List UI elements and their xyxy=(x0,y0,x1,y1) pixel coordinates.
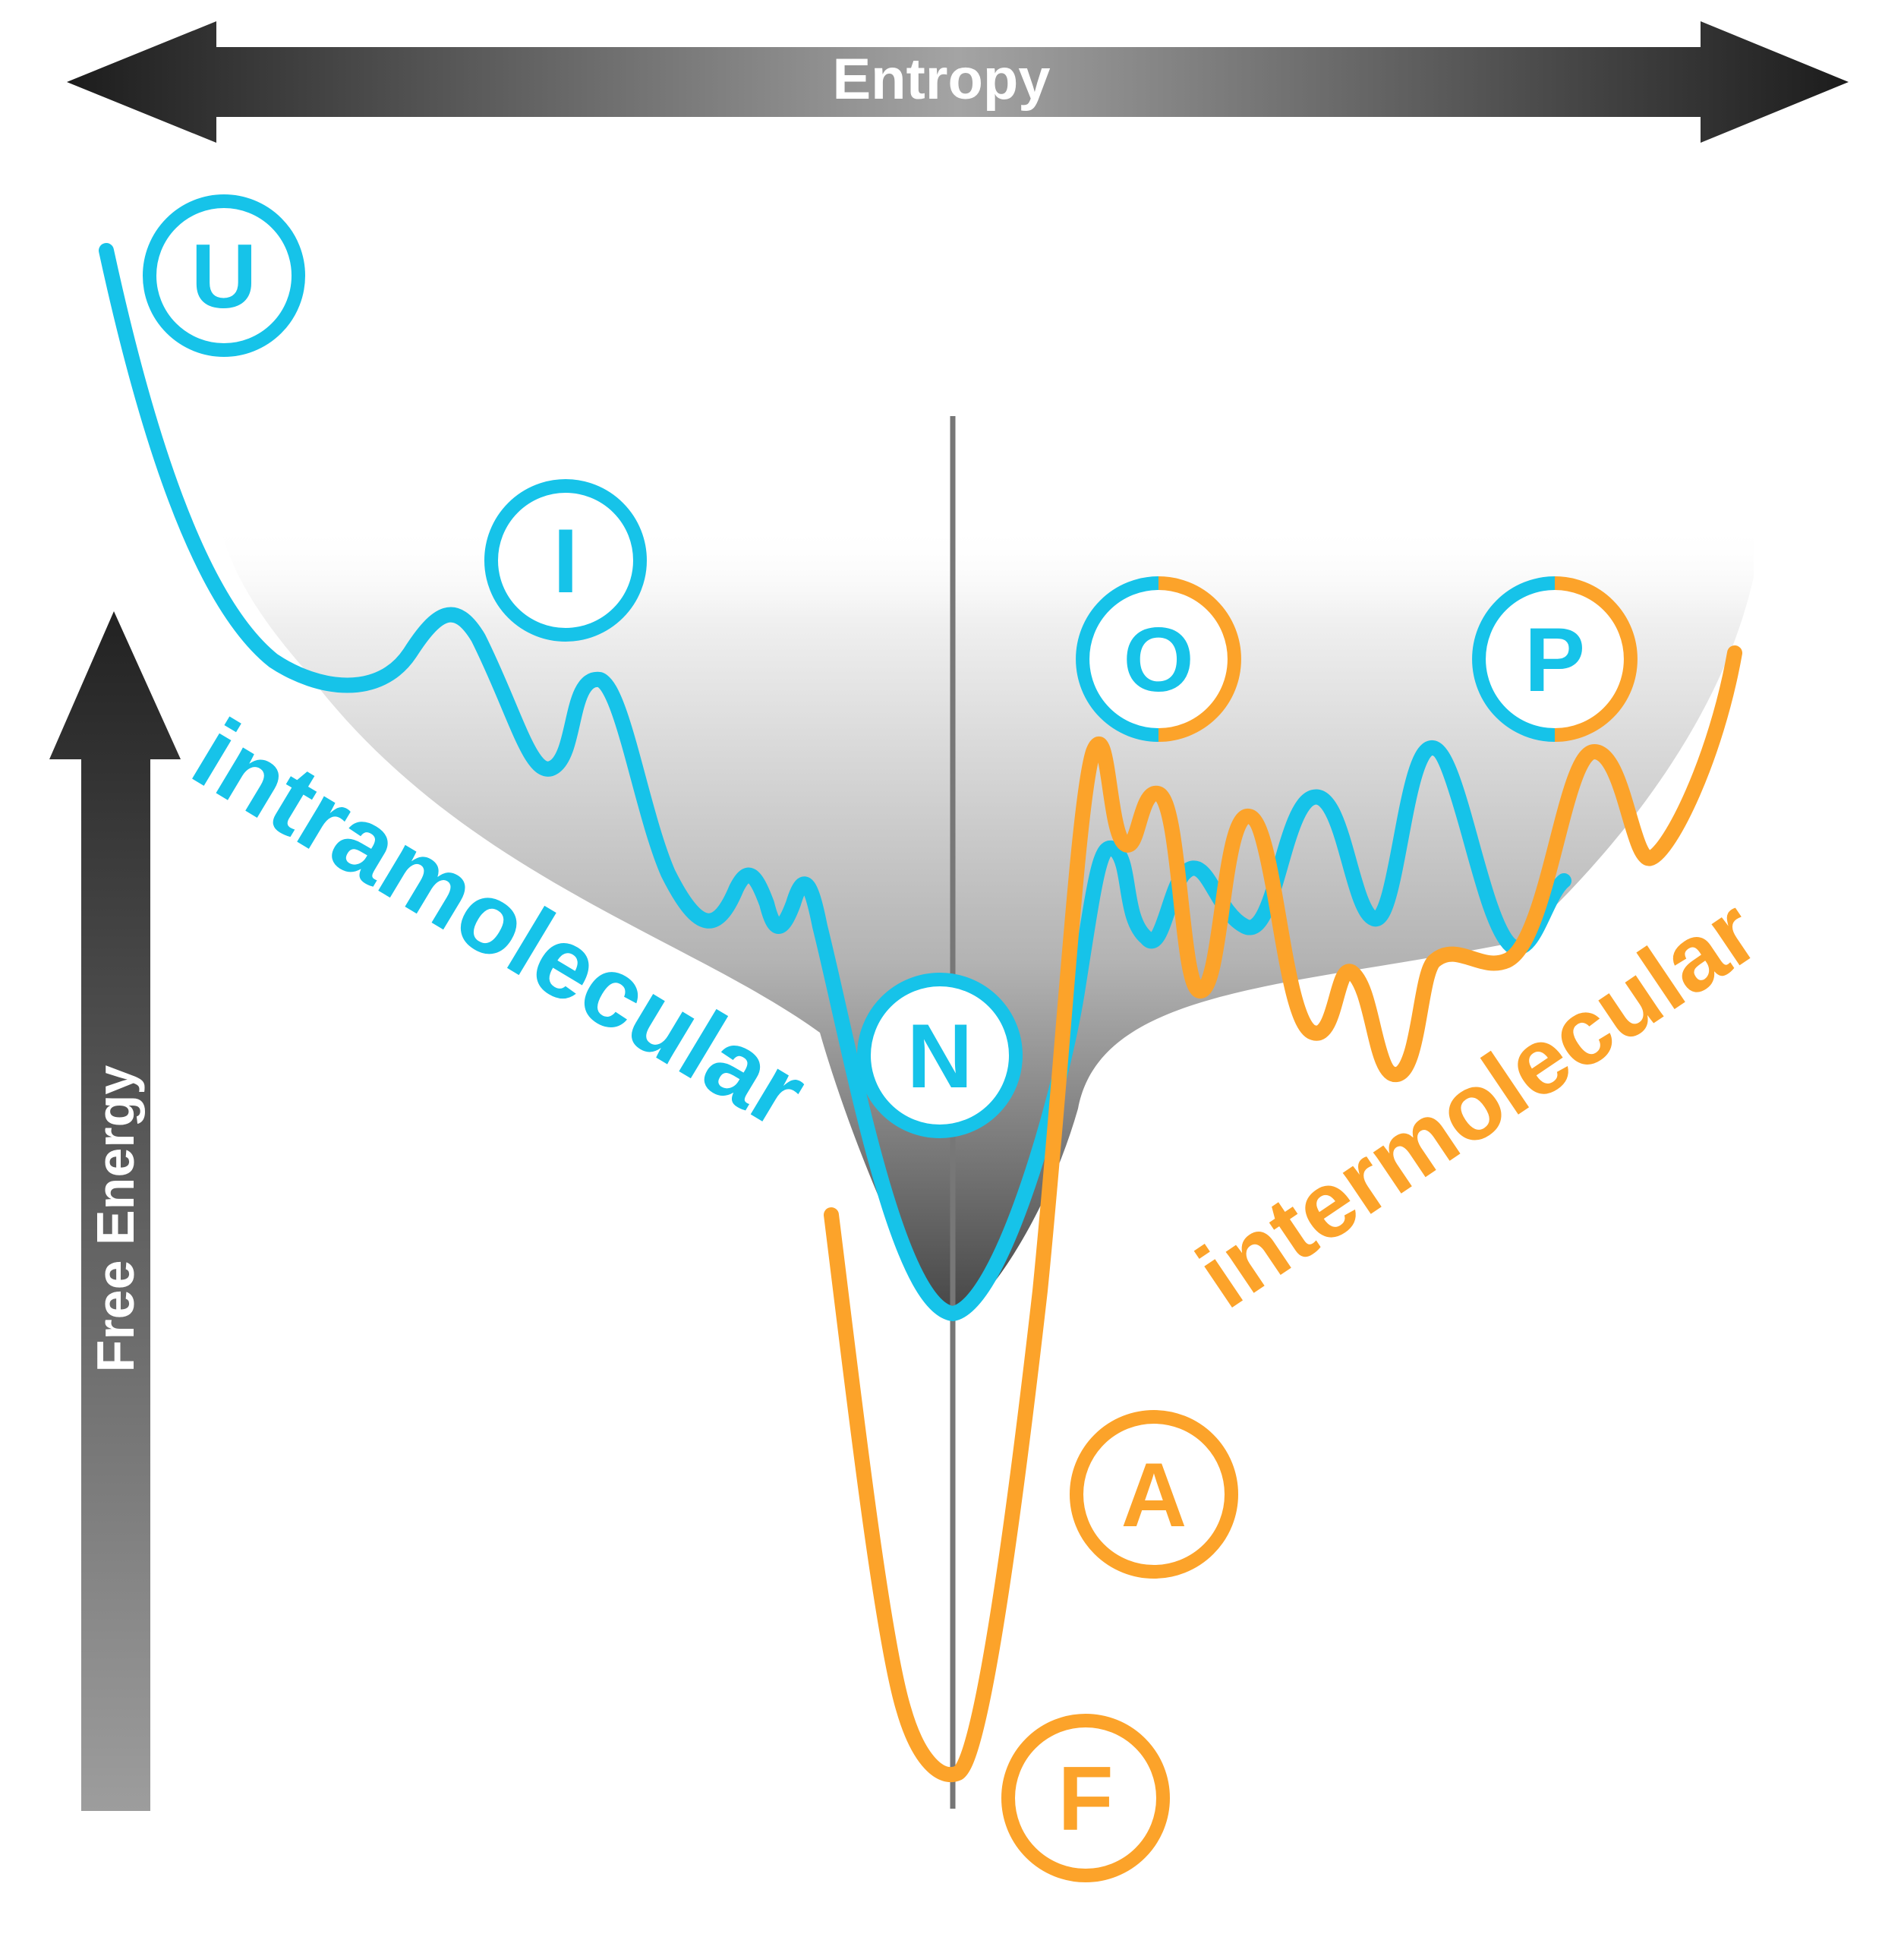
state-n: N xyxy=(857,973,1023,1138)
intermolecular-curve xyxy=(824,645,1742,1783)
state-n-label: N xyxy=(907,1005,973,1107)
state-i: I xyxy=(484,479,647,642)
free-energy-label: Free Energy xyxy=(86,1065,145,1373)
state-p-label: P xyxy=(1524,609,1585,711)
state-f-label: F xyxy=(1058,1748,1113,1850)
state-a: A xyxy=(1070,1410,1238,1579)
state-p: P xyxy=(1472,576,1638,742)
intramolecular-curve xyxy=(99,243,1571,1321)
free-energy-arrow xyxy=(49,611,181,1811)
state-u: U xyxy=(143,194,305,357)
state-f: F xyxy=(1001,1714,1170,1882)
entropy-arrow xyxy=(67,21,1849,143)
state-a-label: A xyxy=(1121,1444,1187,1546)
state-i-label: I xyxy=(553,510,578,612)
entropy-label: Entropy xyxy=(832,47,1050,112)
state-o-label: O xyxy=(1123,609,1193,711)
state-u-label: U xyxy=(191,226,257,327)
state-o: O xyxy=(1076,576,1241,742)
funnel-shading xyxy=(220,524,1754,1321)
